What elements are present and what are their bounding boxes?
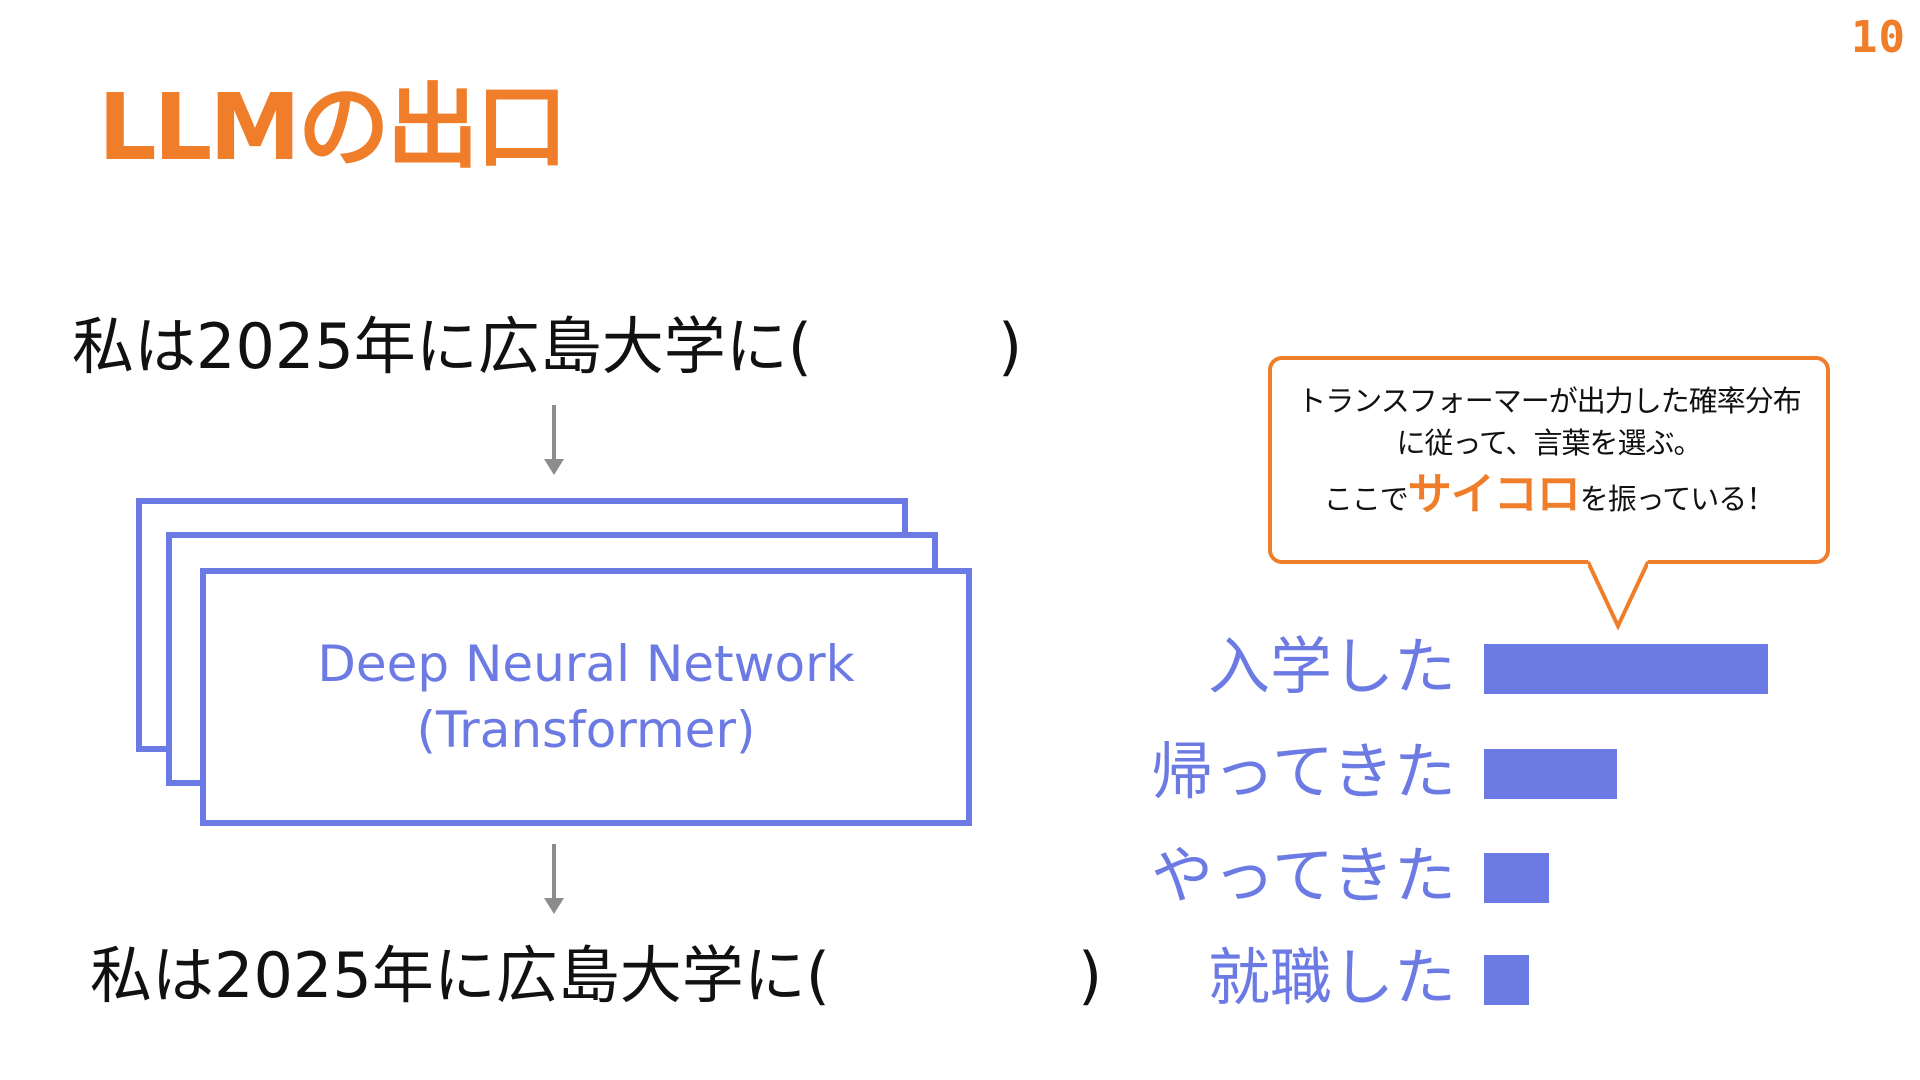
- callout-line-2: に従って、言葉を選ぶ。: [1396, 426, 1702, 460]
- output-sentence: 私は2025年に広島大学に( ): [90, 939, 1103, 1012]
- candidate-probability-bar: [1484, 853, 1549, 903]
- speech-bubble: トランスフォーマーが出力した確率分布 に従って、言葉を選ぶ。 ここでサイコロを振…: [1268, 356, 1830, 564]
- dice-highlight: サイコロ: [1407, 469, 1581, 520]
- slide-title: LLMの出口: [98, 74, 568, 181]
- candidate-probability-bar: [1484, 644, 1768, 694]
- candidate-label: 就職した: [1207, 941, 1456, 1014]
- callout-text: ここで: [1323, 482, 1409, 516]
- candidate-label: やってきた: [1150, 839, 1456, 912]
- candidate-probability-bar: [1484, 955, 1529, 1005]
- callout-line-1: トランスフォーマーが出力した確率分布: [1297, 384, 1801, 418]
- down-arrow-icon: [544, 844, 564, 914]
- callout-line-3: ここでサイコロを振っている！: [1272, 470, 1826, 524]
- network-layer-front: Deep Neural Network (Transformer): [200, 568, 972, 826]
- candidate-probability-bar: [1484, 749, 1617, 799]
- candidate-label: 入学した: [1207, 630, 1456, 703]
- network-name: Deep Neural Network: [317, 635, 855, 693]
- speech-bubble-tail: [1588, 560, 1648, 630]
- network-subtitle: (Transformer): [416, 701, 756, 759]
- callout-text: を振っている！: [1579, 482, 1776, 516]
- page-number: 10: [1851, 12, 1906, 63]
- candidate-label: 帰ってきた: [1150, 735, 1456, 808]
- input-sentence: 私は2025年に広島大学に( ): [72, 310, 1023, 383]
- down-arrow-icon: [544, 405, 564, 475]
